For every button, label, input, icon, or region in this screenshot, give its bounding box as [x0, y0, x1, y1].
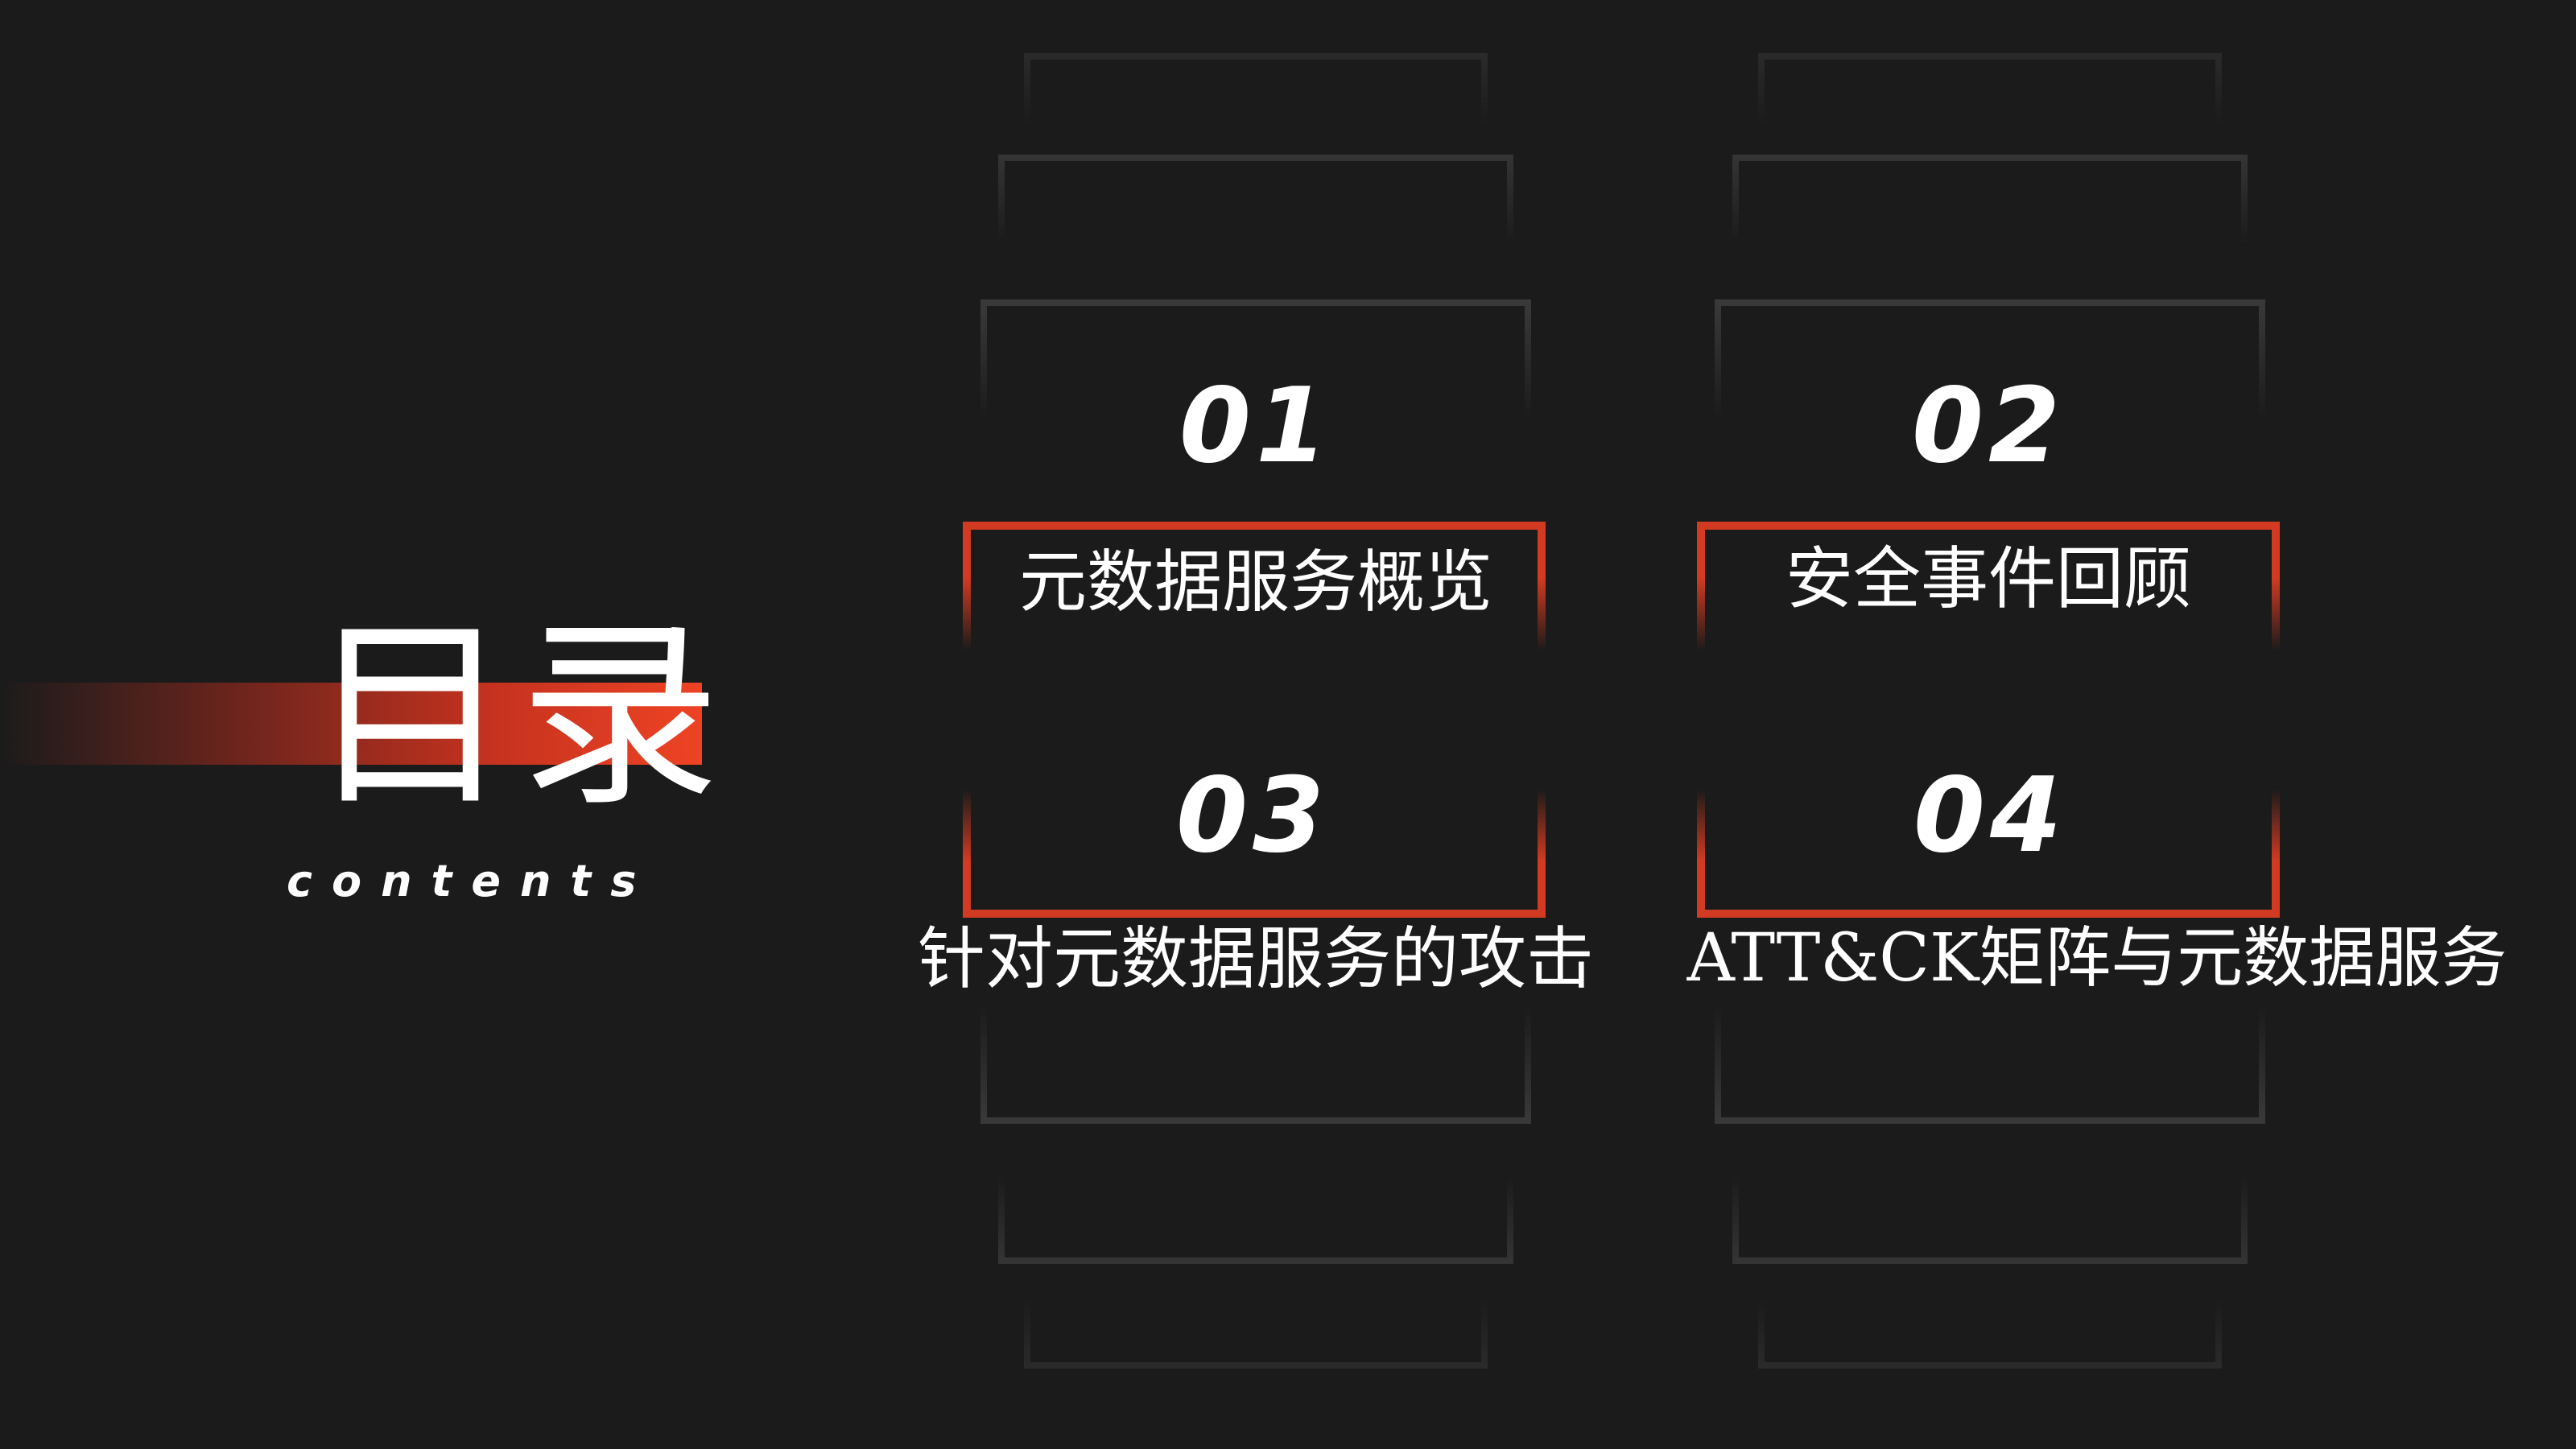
toc-item-label[interactable]: 针对元数据服务的攻击 [917, 919, 1594, 998]
decor-frame [998, 1143, 1513, 1264]
decor-frame [1758, 53, 2222, 150]
decor-frame [1024, 1272, 1488, 1368]
decor-frame [1732, 155, 2248, 275]
highlight-frame-top [1697, 522, 2280, 683]
decor-frame [1024, 53, 1488, 150]
decor-frame [1715, 963, 2265, 1124]
item-number: 01 [1179, 366, 1333, 486]
decor-frame [1732, 1143, 2248, 1264]
item-number: 04 [1913, 756, 2067, 876]
title-accent-bar [0, 683, 702, 765]
decor-frame [1758, 1272, 2222, 1368]
toc-item-label[interactable]: 元数据服务概览 [1018, 543, 1492, 621]
item-number: 02 [1911, 366, 2066, 486]
highlight-frame-top [963, 522, 1546, 683]
decor-frame [980, 299, 1531, 460]
page-title: 目录 [310, 599, 729, 833]
toc-item-label[interactable]: ATT&CK矩阵与元数据服务 [1686, 920, 2508, 997]
highlight-frame-bottom [963, 757, 1546, 918]
decor-frame [980, 963, 1531, 1124]
item-number: 03 [1175, 756, 1330, 876]
decor-frame [1715, 299, 2265, 460]
toc-item-label[interactable]: 安全事件回顾 [1785, 539, 2191, 618]
decor-frame [998, 155, 1513, 275]
page-subtitle: contents [287, 856, 656, 906]
highlight-frame-bottom [1697, 757, 2280, 918]
